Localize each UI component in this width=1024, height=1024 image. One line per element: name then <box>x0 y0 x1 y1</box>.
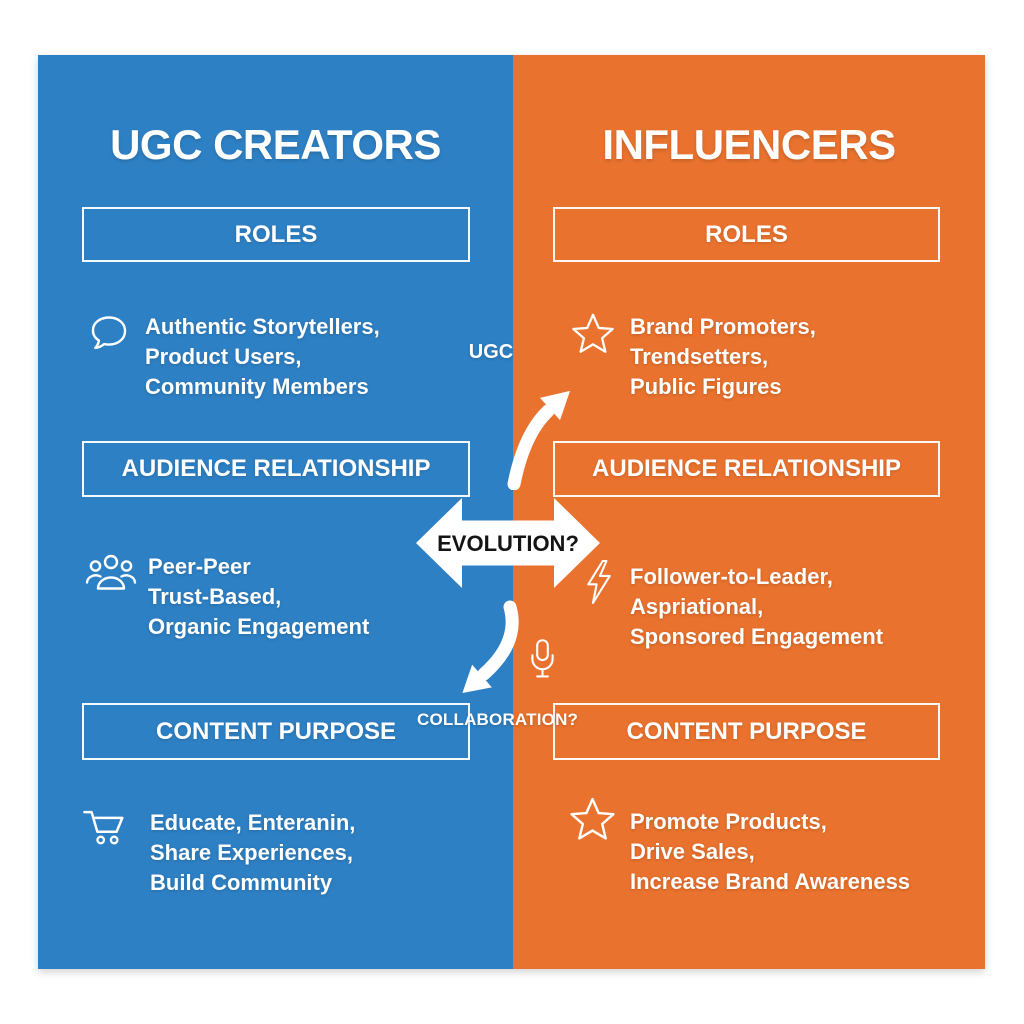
left-content-header: CONTENT PURPOSE <box>82 703 470 760</box>
text-line: Trendsetters, <box>630 344 769 369</box>
text-line: Educate, Enteranin, <box>150 810 356 835</box>
text-line: Trust-Based, <box>148 584 282 609</box>
lightning-icon <box>585 557 613 607</box>
text-line: Build Community <box>150 870 333 895</box>
left-roles-text: Authentic Storytellers, Product Users, C… <box>145 312 380 402</box>
right-content-header: CONTENT PURPOSE <box>553 703 940 760</box>
left-content-text: Educate, Enteranin, Share Experiences, B… <box>150 808 355 898</box>
people-group-icon <box>84 549 138 595</box>
text-line: Sponsored Engagement <box>630 624 884 649</box>
microphone-icon <box>529 637 556 684</box>
two-column-panels: UGC CREATORS ROLES Authentic Storyteller… <box>38 55 985 969</box>
evolution-label: EVOLUTION? <box>437 531 579 556</box>
right-roles-text: Brand Promoters, Trendsetters, Public Fi… <box>630 312 816 402</box>
star-icon <box>570 311 616 356</box>
shopping-cart-icon <box>82 805 130 849</box>
left-audience-header: AUDIENCE RELATIONSHIP <box>82 441 470 497</box>
evolution-double-arrow-icon <box>416 498 600 588</box>
curved-arrow-down-left-icon <box>462 600 519 694</box>
text-line: Peer-Peer <box>148 554 251 579</box>
speech-bubble-icon <box>87 311 131 357</box>
text-line: Product Users, <box>145 344 302 369</box>
text-line: Increase Brand Awareness <box>630 869 911 894</box>
right-roles-header: ROLES <box>553 207 940 262</box>
star-icon <box>568 795 617 843</box>
collaboration-label: COLLABORATION? <box>417 710 579 729</box>
influencers-panel: INFLUENCERS ROLES Brand Promoters, Trend… <box>513 55 985 969</box>
text-line: Promote Products, <box>630 809 827 834</box>
right-content-text: Promote Products, Drive Sales, Increase … <box>630 807 910 897</box>
text-line: Authentic Storytellers, <box>145 314 380 339</box>
text-line: Aspriational, <box>630 594 764 619</box>
right-audience-header: AUDIENCE RELATIONSHIP <box>553 441 940 497</box>
text-line: Follower-to-Leader, <box>630 564 833 589</box>
text-line: Public Figures <box>630 374 782 399</box>
ugc-flow-label: UGC <box>468 341 514 363</box>
text-line: Community Members <box>145 374 369 399</box>
left-audience-text: Peer-Peer Trust-Based, Organic Engagemen… <box>148 552 369 642</box>
right-column-title: INFLUENCERS <box>602 121 896 168</box>
text-line: Brand Promoters, <box>630 314 816 339</box>
left-column-title: UGC CREATORS <box>110 121 441 168</box>
ugc-creators-panel: UGC CREATORS ROLES Authentic Storyteller… <box>38 55 513 969</box>
text-line: Drive Sales, <box>630 839 755 864</box>
curved-arrow-up-right-icon <box>507 390 571 490</box>
text-line: Organic Engagement <box>148 614 370 639</box>
text-line: Share Experiences, <box>150 840 354 865</box>
left-roles-header: ROLES <box>82 207 470 262</box>
right-audience-text: Follower-to-Leader, Aspriational, Sponso… <box>630 562 883 652</box>
